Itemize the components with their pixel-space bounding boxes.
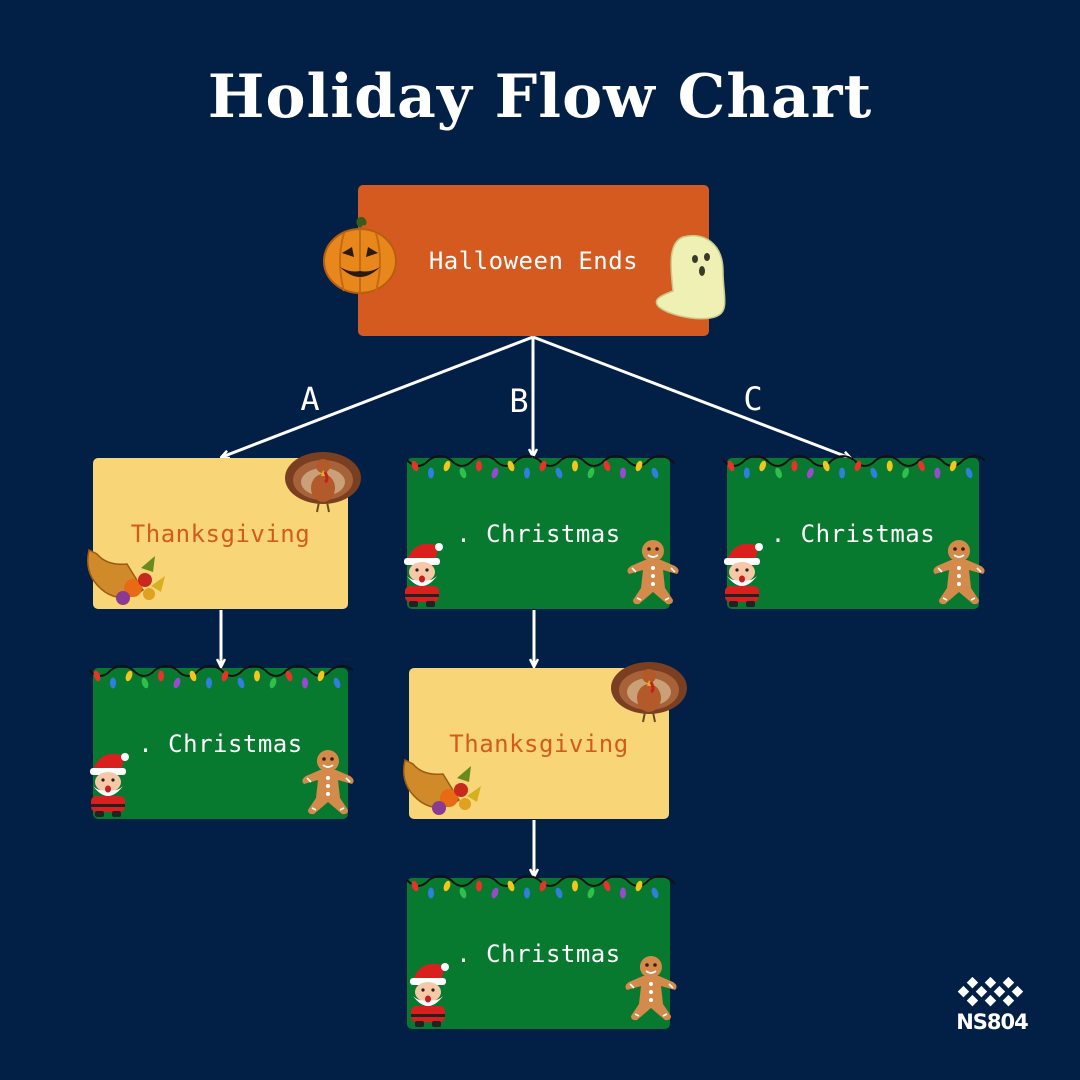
arrow-root-to-c1 [532, 335, 850, 458]
christmas-lights-icon [406, 875, 675, 899]
node-christmas-b3[interactable]: . Christmas [406, 875, 677, 1029]
edge-label-a: A [300, 380, 320, 418]
node-halloween-ends[interactable]: Halloween Ends [323, 185, 726, 336]
edge-label-c: C [743, 380, 763, 418]
node-label: . Christmas [456, 519, 621, 548]
santa-icon [404, 543, 443, 607]
node-label: . Christmas [456, 939, 621, 968]
arrow-root-to-a1 [222, 335, 534, 457]
cornucopia-icon [403, 758, 481, 815]
santa-icon [724, 543, 763, 607]
gingerbread-icon [933, 540, 985, 605]
cornucopia-icon [87, 548, 165, 605]
ghost-icon [655, 234, 726, 320]
node-label: Thanksgiving [449, 729, 629, 758]
node-label: Thanksgiving [130, 519, 311, 548]
turkey-icon [285, 452, 361, 513]
logo-text: NS804 [956, 1010, 1029, 1034]
santa-icon [410, 963, 449, 1027]
node-label: . Christmas [138, 729, 303, 758]
node-label: Halloween Ends [428, 246, 639, 275]
christmas-lights-icon [723, 455, 985, 479]
gingerbread-icon [302, 750, 354, 815]
node-christmas-b1[interactable]: . Christmas [404, 455, 679, 609]
ns804-logo-icon [957, 976, 1024, 1007]
node-christmas-c[interactable]: . Christmas [723, 455, 985, 609]
pumpkin-icon [323, 216, 397, 294]
christmas-lights-icon [89, 665, 353, 689]
node-thanksgiving-a[interactable]: Thanksgiving [87, 452, 361, 609]
edge-label-b: B [509, 382, 529, 420]
gingerbread-icon [625, 956, 677, 1021]
node-christmas-a[interactable]: . Christmas [89, 665, 354, 819]
page-title: Holiday Flow Chart [207, 62, 873, 132]
turkey-icon [611, 662, 687, 723]
gingerbread-icon [627, 540, 679, 605]
santa-icon [90, 753, 129, 817]
christmas-lights-icon [406, 455, 675, 479]
node-label: . Christmas [770, 519, 936, 548]
node-thanksgiving-b[interactable]: Thanksgiving [403, 662, 687, 819]
